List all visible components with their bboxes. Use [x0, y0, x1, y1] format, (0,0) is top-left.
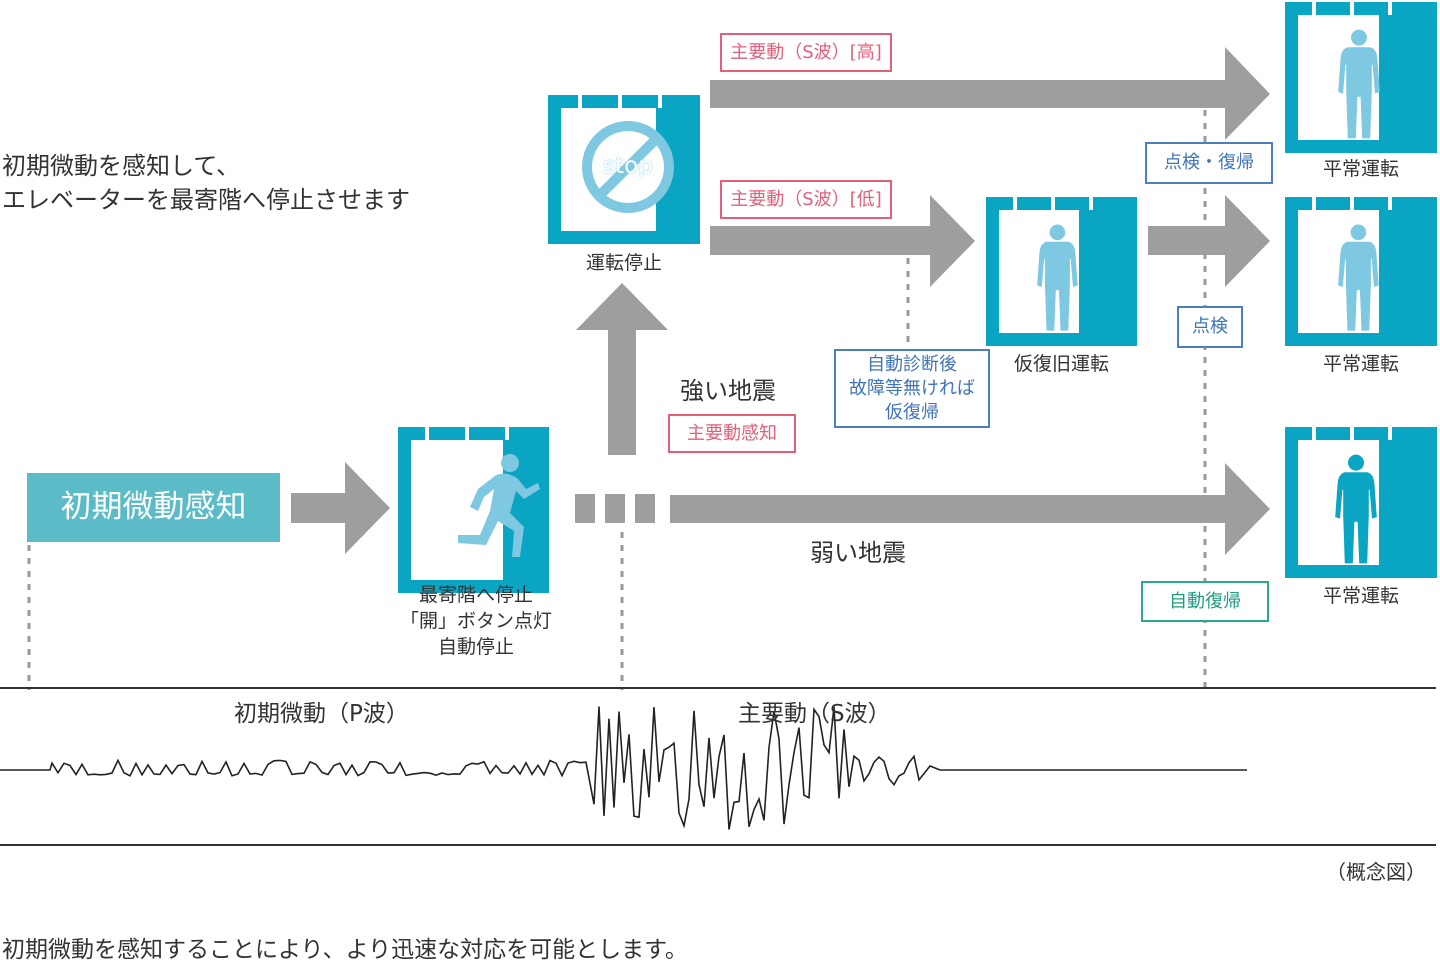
standing-person-icon	[1338, 29, 1380, 139]
self-diag-line-3: 仮復帰	[885, 402, 939, 423]
elevator-icon-temp	[986, 197, 1137, 346]
label-auto-restore: 自動復帰	[1141, 581, 1269, 622]
elevator-icon-nearest	[398, 427, 549, 593]
self-diag-line-2: 故障等無ければ	[849, 378, 975, 399]
arrow-recovery-to-normal	[1148, 195, 1270, 287]
seismic-waveform-icon	[0, 706, 1247, 830]
dash-1	[575, 494, 595, 523]
arrow-weak-quake	[670, 463, 1270, 555]
intro-line-2: エレベーターを最寄階へ停止させます	[2, 186, 410, 214]
arrow-up-strong	[576, 283, 668, 455]
strong-quake-label: 強い地震	[680, 377, 776, 405]
caption-nearest-1: 最寄階へ停止	[418, 584, 533, 606]
caption-temp-recovery: 仮復旧運転	[1013, 353, 1109, 375]
detect-box-label: 初期微動感知	[60, 489, 247, 525]
label-inspect-restore: 点検・復帰	[1145, 142, 1273, 184]
self-diag-line-1: 自動診断後	[867, 354, 957, 375]
arrow-detect-to-nearest	[291, 462, 390, 554]
arrow-s-high	[710, 47, 1270, 140]
dash-2	[605, 494, 625, 523]
footer-text: 初期微動を感知することにより、より迅速な対応を可能とします。	[2, 937, 688, 963]
stop-sign-text: stop	[603, 153, 653, 179]
detect-box: 初期微動感知	[27, 473, 280, 542]
standing-person-icon	[1037, 224, 1078, 331]
standing-person-icon	[1335, 454, 1377, 564]
weak-quake-label: 弱い地震	[810, 539, 906, 567]
elevator-icon-normal-bottom	[1285, 427, 1437, 578]
elevator-icon-stop	[548, 95, 700, 244]
caption-nearest-3: 自動停止	[437, 636, 514, 658]
caption-normal-top: 平常運転	[1322, 158, 1399, 180]
caption-normal-mid: 平常運転	[1322, 353, 1399, 375]
caption-stop: 運転停止	[585, 252, 662, 274]
stop-sign-icon	[582, 121, 674, 213]
arrow-s-low	[710, 195, 975, 287]
caption-normal-bottom: 平常運転	[1322, 585, 1399, 607]
concept-note: （概念図）	[1326, 860, 1426, 884]
standing-person-icon	[1338, 224, 1379, 331]
label-inspect: 点検	[1177, 306, 1243, 348]
label-s-wave-low: 主要動（S波）[低]	[720, 180, 892, 219]
label-main-detect: 主要動感知	[668, 414, 796, 453]
p-wave-label: 初期微動（P波）	[234, 701, 409, 727]
intro-line-1: 初期微動を感知して、	[2, 152, 241, 180]
elevator-icon-normal-mid	[1285, 197, 1437, 346]
label-self-diagnosis: 自動診断後 故障等無ければ 仮復帰	[834, 349, 990, 428]
running-person-icon	[458, 454, 540, 557]
dash-3	[635, 494, 655, 523]
caption-nearest-2: 「開」ボタン点灯	[399, 610, 552, 632]
label-s-wave-high: 主要動（S波）[高]	[720, 33, 892, 72]
s-wave-label: 主要動（S波）	[738, 701, 891, 727]
elevator-icon-normal-top	[1285, 2, 1437, 153]
